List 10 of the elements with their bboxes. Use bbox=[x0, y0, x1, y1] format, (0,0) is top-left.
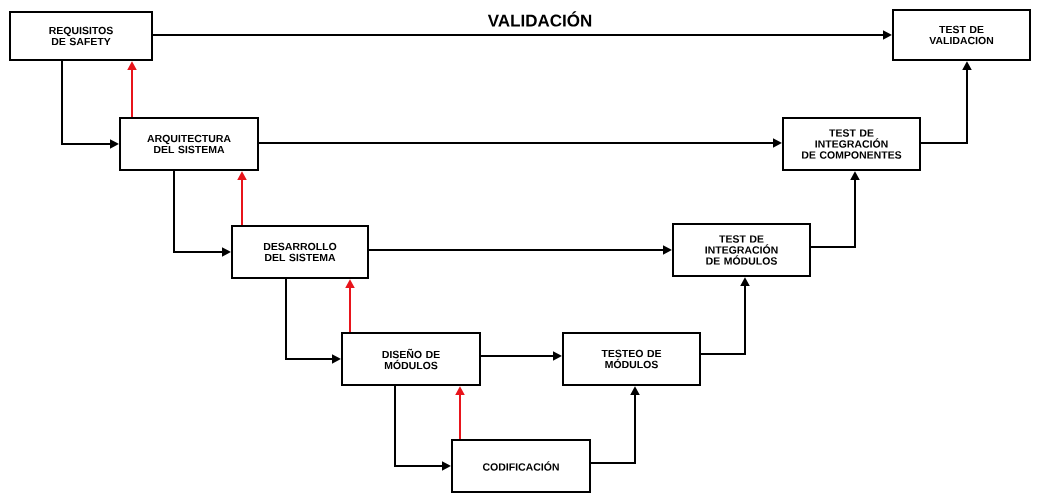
process-box: TEST DE VALIDACION bbox=[892, 9, 1031, 61]
process-box: REQUISITOS DE SAFETY bbox=[9, 11, 153, 61]
process-box: ARQUITECTURA DEL SISTEMA bbox=[119, 117, 259, 171]
heading: VALIDACIÓN bbox=[487, 11, 592, 27]
process-box: DESARROLLO DEL SISTEMA bbox=[231, 225, 369, 279]
process-box: CODIFICACIÓN bbox=[451, 439, 591, 493]
process-box: TEST DE INTEGRACIÓN DE COMPONENTES bbox=[782, 117, 921, 171]
process-box: DISEÑO DE MÓDULOS bbox=[341, 332, 481, 386]
process-box: TEST DE INTEGRACIÓN DE MÓDULOS bbox=[672, 223, 811, 277]
process-box: TESTEO DE MÓDULOS bbox=[562, 332, 701, 386]
